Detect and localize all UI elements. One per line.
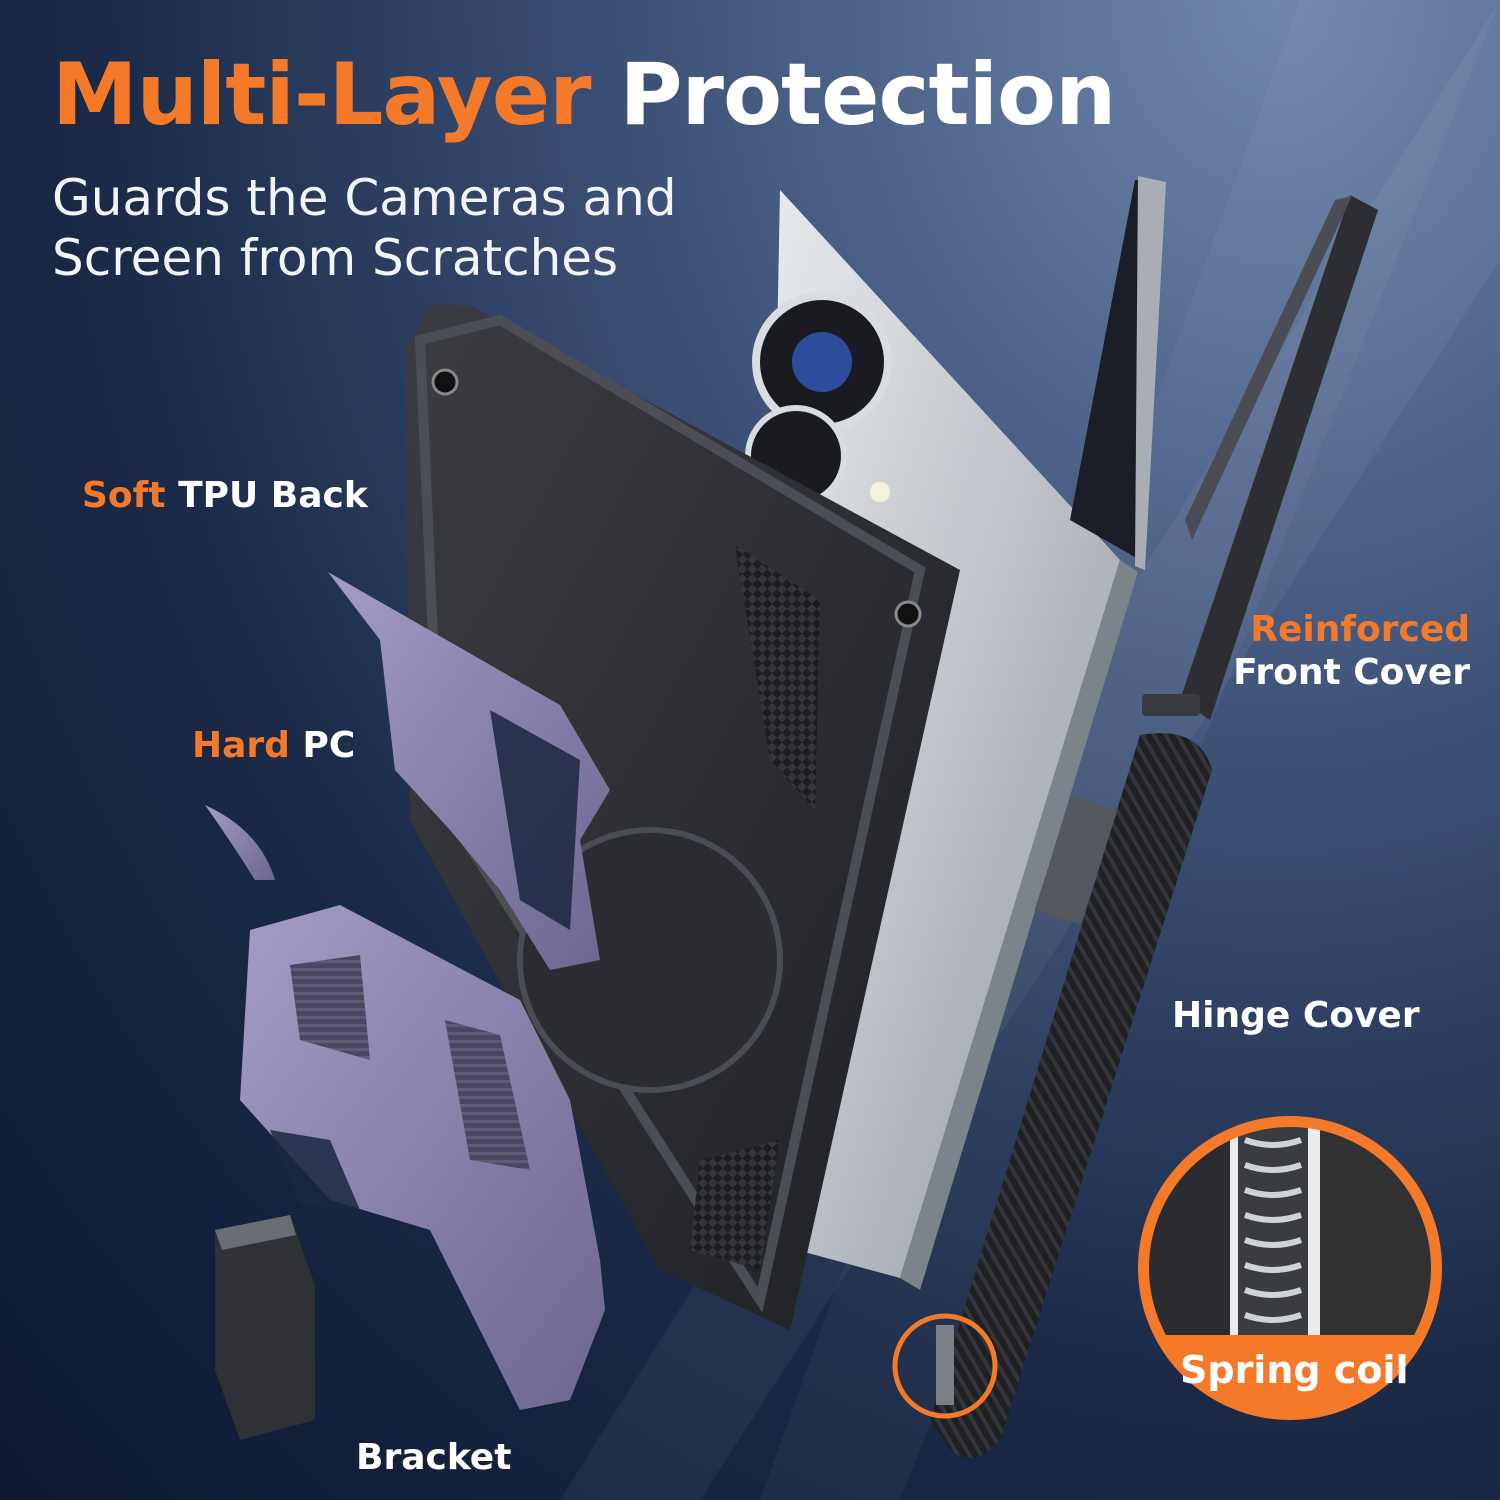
label-soft-tpu-rest: TPU Back [178, 475, 368, 516]
title-rest: Protection [619, 45, 1117, 145]
subtitle: Guards the Cameras and Screen from Scrat… [52, 168, 677, 288]
page-title: Multi-Layer Protection [52, 52, 1116, 138]
tpu-back-case [405, 305, 960, 1330]
label-spring-coil: Spring coil [1180, 1348, 1409, 1392]
subtitle-line-1: Guards the Cameras and [52, 169, 677, 227]
hinge-cover [930, 733, 1212, 1458]
hard-pc-layer [205, 572, 610, 1410]
label-hinge-cover: Hinge Cover [1172, 995, 1420, 1036]
spring-coil-icon [1138, 1116, 1442, 1420]
label-front-cover-rest: Front Cover [1233, 652, 1470, 694]
label-bracket: Bracket [356, 1437, 512, 1478]
front-cover [1142, 195, 1378, 720]
label-hard-pc-accent: Hard [192, 725, 290, 766]
bracket [215, 1215, 315, 1440]
subtitle-line-2: Screen from Scratches [52, 229, 619, 287]
label-front-cover-accent: Reinforced [1250, 609, 1470, 650]
label-hard-pc: Hard PC [192, 724, 355, 767]
label-soft-tpu-accent: Soft [82, 475, 166, 516]
zoom-circle-icon [892, 1313, 998, 1419]
label-soft-tpu-back: Soft TPU Back [82, 474, 368, 517]
screw-icon [431, 368, 459, 396]
title-accent: Multi-Layer [52, 45, 592, 145]
label-hard-pc-rest: PC [302, 725, 356, 766]
label-front-cover: Reinforced Front Cover [1233, 608, 1470, 694]
